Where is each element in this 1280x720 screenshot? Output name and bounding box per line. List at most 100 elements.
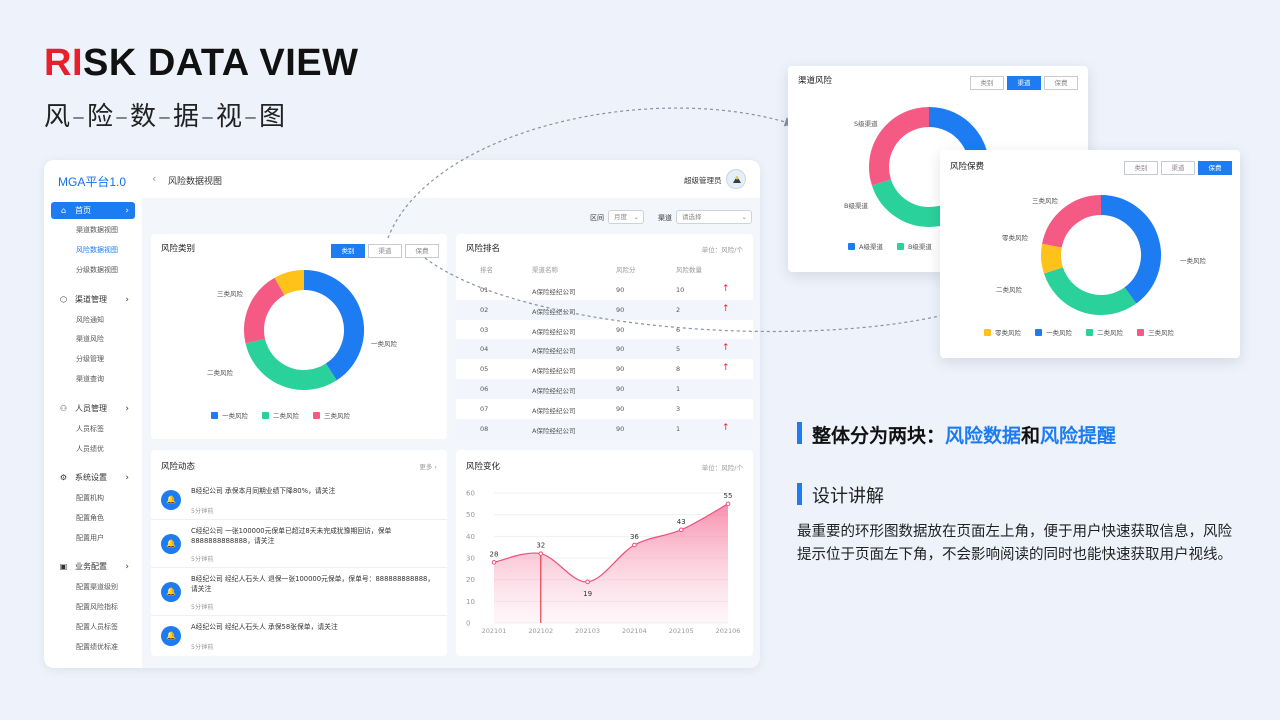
tab-premium[interactable]: 保费 [1198,161,1232,175]
sidebar-item[interactable]: 配置人员标签 [76,623,118,631]
sidebar-item[interactable]: 配置角色 [76,514,104,522]
legend-label: B级渠道 [907,243,932,251]
app-logo[interactable]: MGA平台1.0 [58,175,127,189]
avatar[interactable] [726,169,746,189]
x-tick-label: 202105 [669,627,694,635]
donut-slice-零类风险[interactable] [274,270,305,296]
tab-premium[interactable]: 保费 [1044,76,1078,90]
sidebar-item[interactable]: 渠道风险 [76,335,104,343]
count-cell: 10 [676,286,685,294]
donut-slice-一类风险[interactable] [1100,195,1161,304]
sidebar-item-active[interactable]: 风险数据视图 [76,246,118,254]
trend-up-icon: ↑ [722,303,730,314]
list-item[interactable]: 🔔C经纪公司 一张100000元保单已超过8天未完成犹豫期回访，保单888888… [151,520,447,568]
tab-channel[interactable]: 渠道 [368,244,402,258]
range-select[interactable]: 月度⌄ [608,210,644,224]
sidebar-item[interactable]: 配置渠道级别 [76,583,118,591]
breadcrumb: 风险数据视图 [168,177,223,187]
rank-cell: 08 [480,424,489,433]
legend-swatch [984,328,991,336]
chevron-down-icon: ⌄ [633,213,639,221]
donut-slice-零类风险[interactable] [1041,243,1064,274]
category-tabs: 类别 渠道 保费 [331,244,442,258]
donut-label-two: 二类风险 [207,369,233,377]
sidebar-item[interactable]: 人员标签 [76,425,104,433]
sidebar-item[interactable]: 配置风险指标 [76,603,118,611]
trend-up-icon: ↑ [722,284,730,294]
count-cell: 2 [676,305,681,314]
tab-channel[interactable]: 渠道 [1007,76,1041,90]
donut-slice-二类风险[interactable] [245,338,337,390]
donut-slice-一类风险[interactable] [303,270,364,381]
score-cell: 90 [616,424,625,433]
user-name[interactable]: 超级管理员 [684,176,722,185]
sidebar-item[interactable]: 配置绩优标准 [76,643,118,651]
sidebar-group-channel[interactable]: ⬡ 渠道管理 › [51,291,135,308]
tab-premium[interactable]: 保费 [405,244,439,258]
back-chevron-icon[interactable]: ‹ [152,172,157,185]
design-description: 最重要的环形图数据放在页面左上角，便于用户快速获取信息，风险提示位于页面左下角，… [797,524,1232,563]
score-cell: 90 [616,305,625,314]
sidebar-item[interactable]: 配置机构 [76,494,104,502]
sidebar-group-business[interactable]: ▣ 业务配置 › [51,558,135,575]
data-point[interactable] [538,551,544,556]
data-point[interactable] [725,501,731,507]
score-cell: 90 [616,365,625,374]
feed-text: C经纪公司 一张100000元保单已超过8天未完成犹豫期回访，保单8888888… [191,527,392,545]
top-bar: MGA平台1.0 ‹ 风险数据视图 超级管理员 [44,160,760,198]
data-point[interactable] [632,542,637,548]
tab-channel[interactable]: 渠道 [1161,161,1195,175]
more-link[interactable]: 更多 › [419,461,437,471]
sidebar-group-people[interactable]: ⚇ 人员管理 › [51,400,135,417]
card-title: 风险排名 [466,244,501,254]
sidebar-item[interactable]: 分级管理 [76,355,104,363]
trend-up-icon: ↑ [722,363,730,374]
sidebar-group-home[interactable]: ⌂ 首页 › [51,202,135,219]
y-tick-label: 20 [466,576,475,584]
donut-slice-二类风险[interactable] [1043,266,1137,315]
sidebar-item[interactable]: 人员绩优 [76,445,104,453]
data-point[interactable] [585,579,590,585]
x-tick-label: 202104 [622,627,647,635]
chevron-right-icon: › [125,561,129,572]
tab-category[interactable]: 类别 [970,76,1004,90]
sidebar-group-settings[interactable]: ⚙ 系统设置 › [51,469,135,486]
x-tick-label: 202102 [528,627,553,635]
sidebar-group-label: 业务配置 [75,562,107,571]
tab-category[interactable]: 类别 [1124,161,1158,175]
lock-icon: ▣ [59,562,68,571]
sidebar-item[interactable]: 渠道查询 [76,375,104,383]
column-header: 风险分 [616,266,636,274]
sidebar-item[interactable]: 分级数据视图 [76,266,118,274]
donut-label-b: B级渠道 [844,202,868,210]
hero-title-accent: RI [44,42,83,84]
list-item[interactable]: 🔔B经纪公司 经纪人石头人 退保一张100000元保单，保单号：88888888… [151,568,447,616]
y-tick-label: 40 [466,533,475,541]
donut-slice-S级渠道[interactable] [869,107,930,186]
legend-item: 二类风险 [1086,327,1123,337]
sidebar-item[interactable]: 配置用户 [76,534,104,542]
gear-icon: ⚙ [59,473,68,482]
more-label: 更多 [419,463,433,471]
sidebar-item[interactable]: 风险通知 [76,316,104,324]
tab-category[interactable]: 类别 [331,244,365,258]
data-point[interactable] [491,560,497,565]
column-header: 渠道名称 [532,266,558,274]
donut-slice-三类风险[interactable] [244,277,285,344]
donut-slice-三类风险[interactable] [1042,195,1102,249]
data-point[interactable] [678,527,684,533]
sidebar-item[interactable]: 渠道数据视图 [76,226,118,234]
channel-select[interactable]: 请选择⌄ [676,210,752,224]
legend-swatch [1086,328,1093,336]
legend-item: A级渠道 [848,241,883,251]
